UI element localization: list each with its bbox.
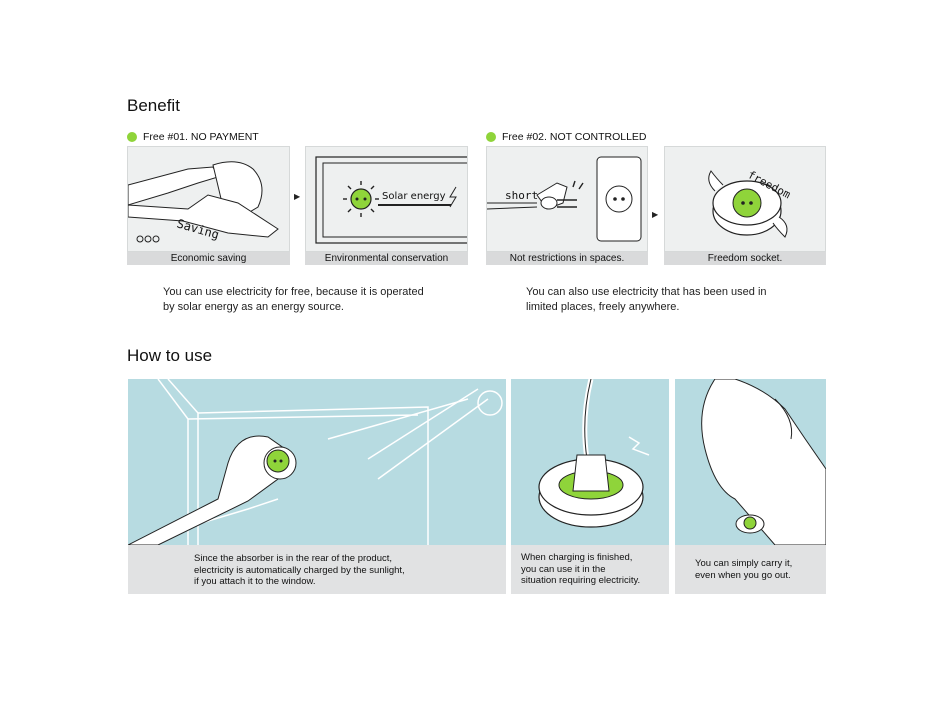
howto-heading: How to use	[127, 346, 213, 365]
short-tag: short	[505, 189, 538, 202]
step2-caption: When charging is finished, you can use i…	[511, 545, 669, 594]
free-02-description: You can also use electricity that has be…	[526, 286, 767, 313]
step1-caption: Since the absorber is in the rear of the…	[128, 545, 506, 594]
free-02-text: Free #02. NOT CONTROLLED	[502, 131, 647, 143]
step2-illustration-panel	[511, 379, 669, 545]
benefit-heading: Benefit	[127, 96, 180, 115]
window-sun-illustration	[128, 379, 503, 545]
step3-illustration-panel	[675, 379, 826, 545]
solar-window-illustration: Solar energy	[315, 156, 467, 244]
step3-caption: You can simply carry it, even when you g…	[675, 545, 826, 594]
carry-bag-illustration	[701, 379, 826, 545]
step1-illustration-panel	[128, 379, 506, 545]
economic-saving-panel: Saving	[127, 146, 290, 252]
arrow-right-icon: ▶	[294, 192, 301, 201]
caption-not-restrictions: Not restrictions in spaces.	[486, 252, 648, 265]
charger-plug-illustration	[538, 379, 650, 528]
environmental-panel: Solar energy	[305, 146, 468, 252]
green-dot-icon	[486, 132, 496, 142]
plug-wall-illustration: short	[487, 156, 642, 242]
winged-socket-illustration: freedom	[708, 168, 793, 238]
green-dot-icon	[127, 132, 137, 142]
free-02-label: Free #02. NOT CONTROLLED	[486, 131, 647, 143]
caption-freedom-socket: Freedom socket.	[664, 252, 826, 265]
free-01-text: Free #01. NO PAYMENT	[143, 131, 259, 143]
free-01-description: You can use electricity for free, becaus…	[163, 286, 424, 313]
arrow-right-icon: ▶	[652, 210, 659, 219]
not-restrictions-panel: short	[486, 146, 648, 252]
freedom-socket-panel: freedom	[664, 146, 826, 252]
hands-wallet-illustration: Saving	[128, 161, 279, 243]
free-01-label: Free #01. NO PAYMENT	[127, 131, 259, 143]
caption-environmental-conservation: Environmental conservation	[305, 252, 468, 265]
solar-energy-tag: Solar energy	[382, 191, 446, 202]
caption-economic-saving: Economic saving	[127, 252, 290, 265]
